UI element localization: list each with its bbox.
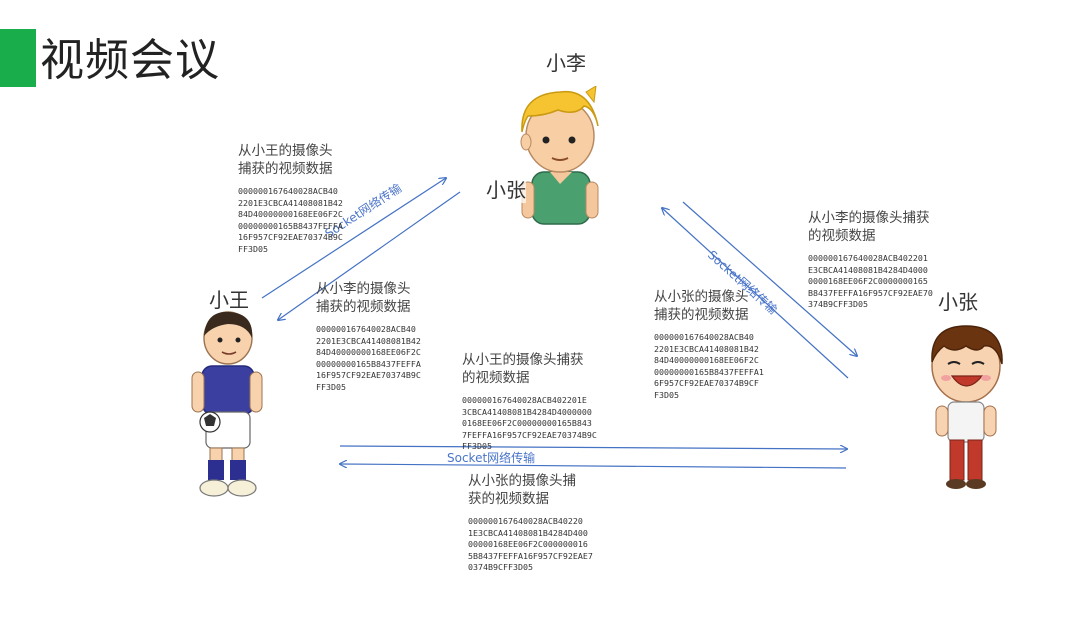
page-title: 视频会议	[40, 35, 220, 86]
hex-line: FF3D05	[316, 381, 346, 392]
data-block-zhang-to-wang: 从小张的摄像头捕 获的视频数据 000000167640028ACB40220 …	[468, 472, 593, 574]
arrow-label-wang-zhang: Socket网络传输	[447, 451, 536, 465]
data-block-wang-to-zhang: 从小王的摄像头捕获 的视频数据 000000167640028ACB402201…	[462, 351, 597, 453]
caption-line: 的视频数据	[462, 370, 530, 386]
hex-line: F3D05	[654, 389, 679, 400]
caption-line: 从小李的摄像头捕获	[808, 210, 930, 226]
hex-line: 3CBCA41408081B4284D4000000	[462, 406, 592, 417]
hex-line: FF3D05	[238, 243, 268, 254]
person-name-zhang: 小张	[938, 290, 978, 314]
hex-line: 000000167640028ACB402201	[808, 253, 928, 263]
hex-line: 16F957CF92EAE70374B9C	[238, 232, 343, 242]
hex-line: 2201E3CBCA41408081B42	[316, 335, 421, 346]
hex-line: 000000167640028ACB40	[654, 332, 754, 342]
data-block-wang-to-li: 从小王的摄像头 捕获的视频数据 000000167640028ACB40 220…	[238, 142, 343, 255]
hex-line: 2201E3CBCA41408081B42	[654, 343, 759, 354]
hex-line: 0374B9CFF3D05	[468, 562, 533, 572]
caption-line: 捕获的视频数据	[316, 299, 411, 315]
hex-line: 000000167640028ACB40	[238, 186, 338, 196]
hex-line: 2201E3CBCA41408081B42	[238, 197, 343, 208]
hex-line: 84D40000000168EE06F2C	[238, 209, 343, 219]
arrow-zhang-to-li	[662, 208, 849, 379]
hex-line: 0168EE06F2C00000000165B843	[462, 418, 592, 428]
hex-line: 0000168EE06F2C0000000165	[808, 276, 928, 286]
person-name-li: 小李	[546, 51, 586, 75]
hex-line: 7FEFFA16F957CF92EAE70374B9C	[462, 429, 597, 440]
hex-line: 00000000165B8437FEFFA	[316, 358, 421, 369]
caption-line: 的视频数据	[808, 228, 876, 244]
hex-line: 000000167640028ACB40220	[468, 516, 583, 526]
hex-line: 16F957CF92EAE70374B9C	[316, 370, 421, 380]
hex-line: 84D40000000168EE06F2C	[316, 347, 421, 357]
caption-line: 从小张的摄像头捕	[468, 473, 576, 489]
hex-line: B8437FEFFA16F957CF92EAE70	[808, 287, 933, 298]
arrow-li-to-wang	[278, 191, 461, 320]
hex-line: 6F957CF92EAE70374B9CF	[654, 378, 759, 388]
caption-line: 从小李的摄像头	[316, 281, 411, 297]
hex-line: 84D40000000168EE06F2C	[654, 355, 759, 365]
title-accent-bar	[0, 29, 36, 87]
hex-line: 374B9CFF3D05	[808, 299, 868, 309]
caption-line: 从小王的摄像头捕获	[462, 352, 584, 368]
arrow-li-to-zhang	[682, 201, 857, 356]
arrow-wang-to-li	[261, 178, 446, 299]
caption-line: 获的视频数据	[468, 491, 549, 507]
caption-line: 从小王的摄像头	[238, 143, 333, 159]
hex-line: 00000168EE06F2C000000016	[468, 539, 588, 549]
hex-line: 000000167640028ACB402201E	[462, 395, 587, 405]
soccer-boy-avatar	[191, 311, 263, 497]
hex-line: 00000000165B8437FEFFA	[238, 220, 343, 231]
data-block-li-to-wang: 从小李的摄像头 捕获的视频数据 000000167640028ACB40 220…	[316, 280, 421, 393]
data-block-zhang-to-li: 从小张的摄像头 捕获的视频数据 000000167640028ACB40 220…	[654, 288, 764, 401]
caption-line: 捕获的视频数据	[238, 161, 333, 177]
arrow-wang-to-zhang	[339, 446, 847, 449]
hex-line: 000000167640028ACB40	[316, 324, 416, 334]
hex-line: 00000000165B8437FEFFA1	[654, 366, 764, 377]
hex-line: 5B8437FEFFA16F957CF92EAE7	[468, 550, 593, 561]
hex-line: 1E3CBCA41408081B4284D400	[468, 527, 588, 538]
laughing-boy-avatar	[931, 325, 1003, 489]
hex-line: E3CBCA41408081B4284D4000	[808, 264, 928, 275]
boy-blond-avatar	[520, 86, 599, 225]
arrow-zhang-to-wang	[340, 464, 847, 469]
data-block-li-to-zhang: 从小李的摄像头捕获 的视频数据 000000167640028ACB402201…	[808, 209, 933, 311]
hex-line: FF3D05	[462, 441, 492, 451]
caption-line: 从小张的摄像头	[654, 289, 749, 305]
person-name-wang: 小王	[209, 288, 249, 312]
person-name-zhang-overlay: 小张	[486, 174, 526, 203]
caption-line: 捕获的视频数据	[654, 307, 749, 323]
